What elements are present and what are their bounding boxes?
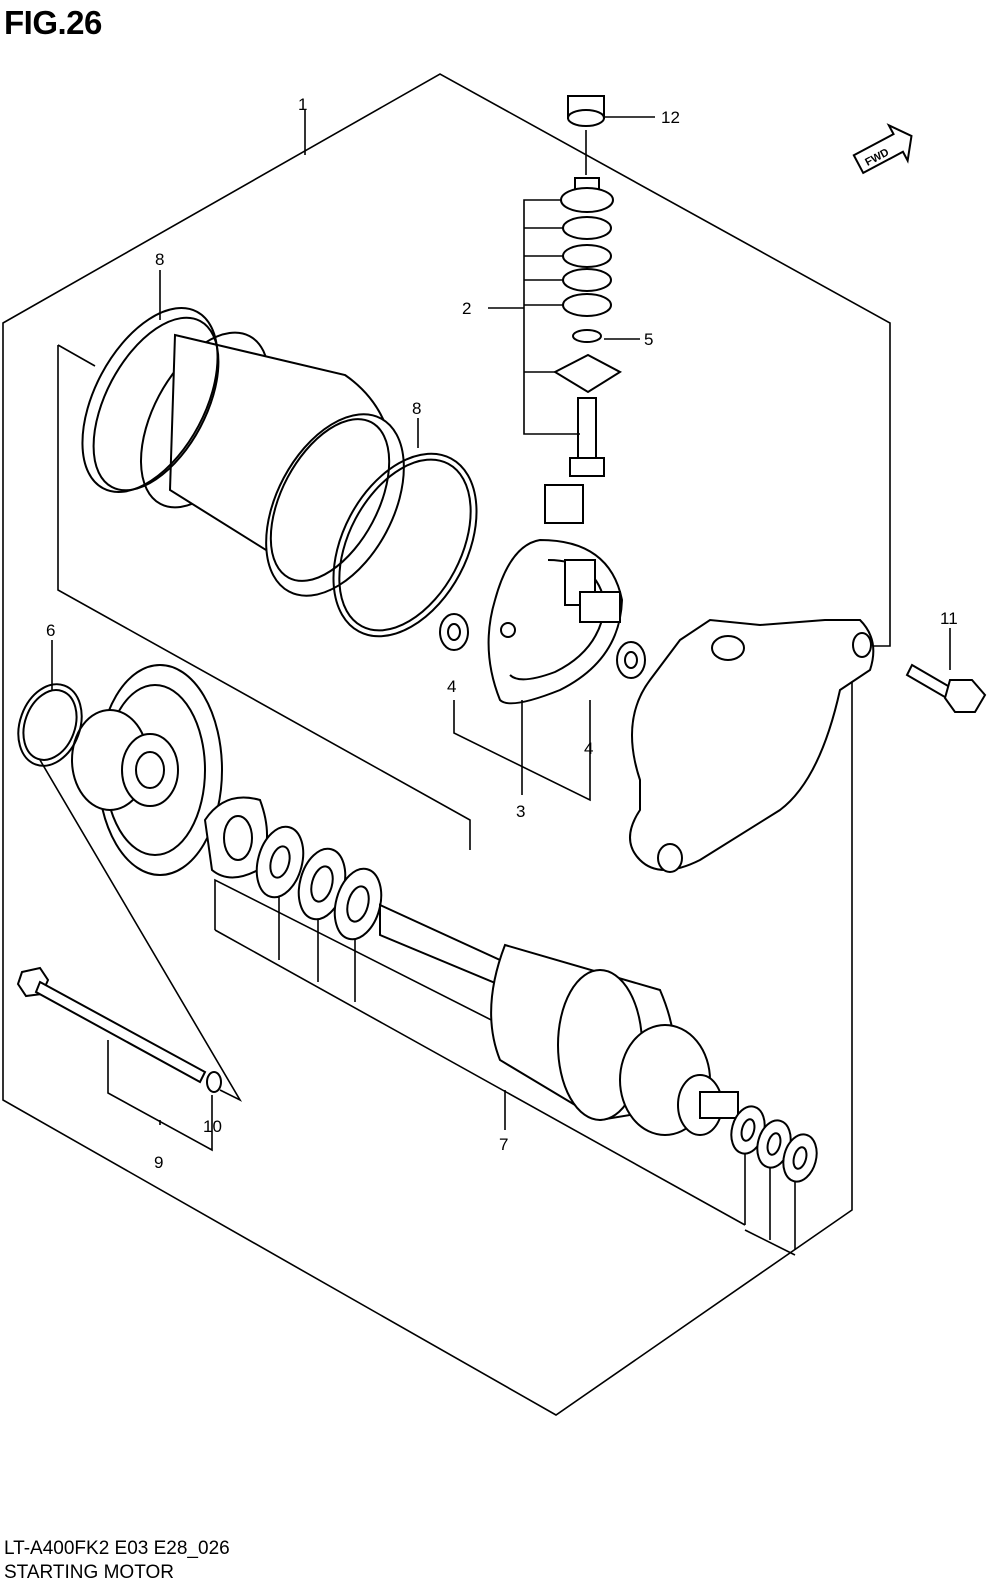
yoke-group-outline [57, 345, 471, 850]
callout-5: 5 [644, 330, 653, 349]
callout-4-right: 4 [584, 739, 593, 758]
o-ring-8-rear [81, 307, 219, 493]
callout-1: 1 [298, 95, 307, 114]
callout-2: 2 [462, 299, 471, 318]
brush-holder [487, 538, 624, 705]
figure-name: STARTING MOTOR [4, 1562, 174, 1583]
callout-4-left: 4 [447, 677, 456, 696]
callout-11: 11 [940, 609, 958, 628]
callout-9: 9 [154, 1153, 163, 1172]
callout-3: 3 [516, 802, 525, 821]
callout-12: 12 [661, 108, 680, 127]
callout-8-rear: 8 [155, 250, 164, 269]
o-ring-6 [17, 683, 83, 767]
through-bolt [16, 966, 207, 1084]
o-ring-8-front [332, 452, 478, 638]
figure-title: FIG.26 [4, 4, 102, 41]
callout-7: 7 [499, 1135, 508, 1154]
callout-8-front: 8 [412, 399, 421, 418]
bolt-11 [905, 663, 987, 713]
washer-10 [206, 1071, 222, 1093]
figure-code: LT-A400FK2 E03 E28_026 [4, 1538, 230, 1559]
fwd-arrow-icon: FWD [852, 123, 913, 175]
callout-10: 10 [203, 1117, 222, 1136]
front-housing [629, 618, 875, 873]
terminal-stack [544, 95, 622, 524]
armature [379, 903, 739, 1136]
rear-housing [71, 664, 223, 876]
callout-6: 6 [46, 621, 55, 640]
yoke-body [139, 331, 405, 597]
